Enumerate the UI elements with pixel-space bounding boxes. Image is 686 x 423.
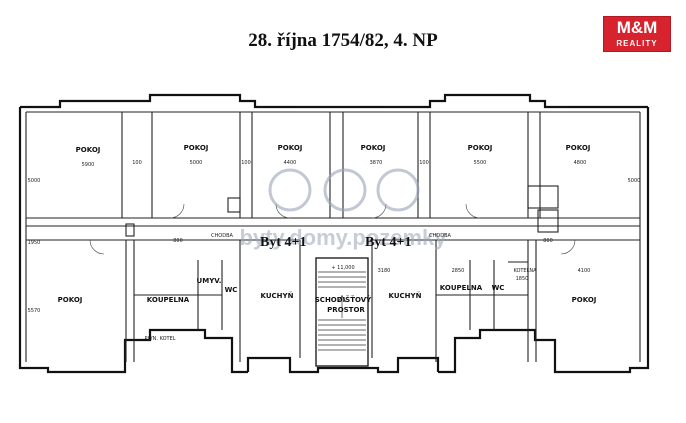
room-label-pokoj-left: POKOJ xyxy=(58,296,83,304)
room-label-pokoj-3: POKOJ xyxy=(278,144,303,152)
room-label-pokoj-1: POKOJ xyxy=(76,146,101,154)
dimension-100c: 100 xyxy=(419,160,429,166)
plan-title: 28. října 1754/82, 4. NP xyxy=(248,30,438,51)
room-label-koupelna-right: KOUPELNA xyxy=(440,284,483,292)
room-label-pokoj-6: POKOJ xyxy=(566,144,591,152)
brand-logo: M&M REALITY xyxy=(603,16,671,52)
window-marks xyxy=(75,94,595,108)
room-label-kotelna: KOTELNA xyxy=(513,268,537,274)
dimension-h-right: 5000 xyxy=(628,178,641,184)
room-label-chodba-right: CHODBA xyxy=(429,233,451,239)
level-mark: + 11,000 xyxy=(331,265,354,271)
room-label-plyn-kotel: PLYN. KOTEL xyxy=(144,336,175,342)
stair-treads xyxy=(318,271,366,351)
apartment-label-right: Byt 4+1 xyxy=(365,235,411,250)
dimension-w4: 3870 xyxy=(370,160,383,166)
room-label-pokoj-2: POKOJ xyxy=(184,144,209,152)
room-label-wc-right: WC xyxy=(492,284,505,292)
dimension-d-kitchen: 3180 xyxy=(378,268,391,274)
watermark: byty.domy.pozemky xyxy=(239,168,447,250)
dimension-100b: 100 xyxy=(241,160,251,166)
dimension-800a: 800 xyxy=(173,238,183,244)
dimension-h-left: 5000 xyxy=(28,178,41,184)
room-label-kuchyn-right: KUCHYŇ xyxy=(389,291,422,300)
exterior-walls xyxy=(18,93,650,374)
room-label-kuchyn-left: KUCHYŇ xyxy=(261,291,294,300)
logo-sub-text: REALITY xyxy=(616,39,658,48)
room-label-koupelna-left: KOUPELNA xyxy=(147,296,190,304)
dimension-1950: 1950 xyxy=(28,240,41,246)
watermark-text: byty.domy.pozemky xyxy=(239,225,447,250)
dimension-d-kotelna: 1850 xyxy=(516,276,529,282)
dimension-w6: 4800 xyxy=(574,160,587,166)
dimension-100a: 100 xyxy=(132,160,142,166)
room-label-stair-2: PROSTOR xyxy=(327,306,365,314)
room-label-stair: SCHODIŠŤOVÝ xyxy=(315,295,372,304)
dimension-w-right-low: 4100 xyxy=(578,268,591,274)
interior-walls xyxy=(25,111,641,367)
room-label-pokoj-5: POKOJ xyxy=(468,144,493,152)
dimension-w-left-low: 5570 xyxy=(28,308,41,314)
logo-brand-text: M&M xyxy=(616,18,658,37)
dimension-w5: 5500 xyxy=(474,160,487,166)
room-label-pokoj-4: POKOJ xyxy=(361,144,386,152)
room-label-wc-left: WC xyxy=(225,286,238,294)
dimension-w1: 5900 xyxy=(82,162,95,168)
room-label-umyv: UMYV. xyxy=(197,277,222,285)
dimension-d-bath: 2850 xyxy=(452,268,465,274)
dimension-w2: 5000 xyxy=(190,160,203,166)
apartment-label-left: Byt 4+1 xyxy=(260,235,306,250)
room-label-pokoj-right: POKOJ xyxy=(572,296,597,304)
dimension-800b: 800 xyxy=(543,238,553,244)
room-label-chodba-left: CHODBA xyxy=(211,233,233,239)
dimension-w3: 4400 xyxy=(284,160,297,166)
